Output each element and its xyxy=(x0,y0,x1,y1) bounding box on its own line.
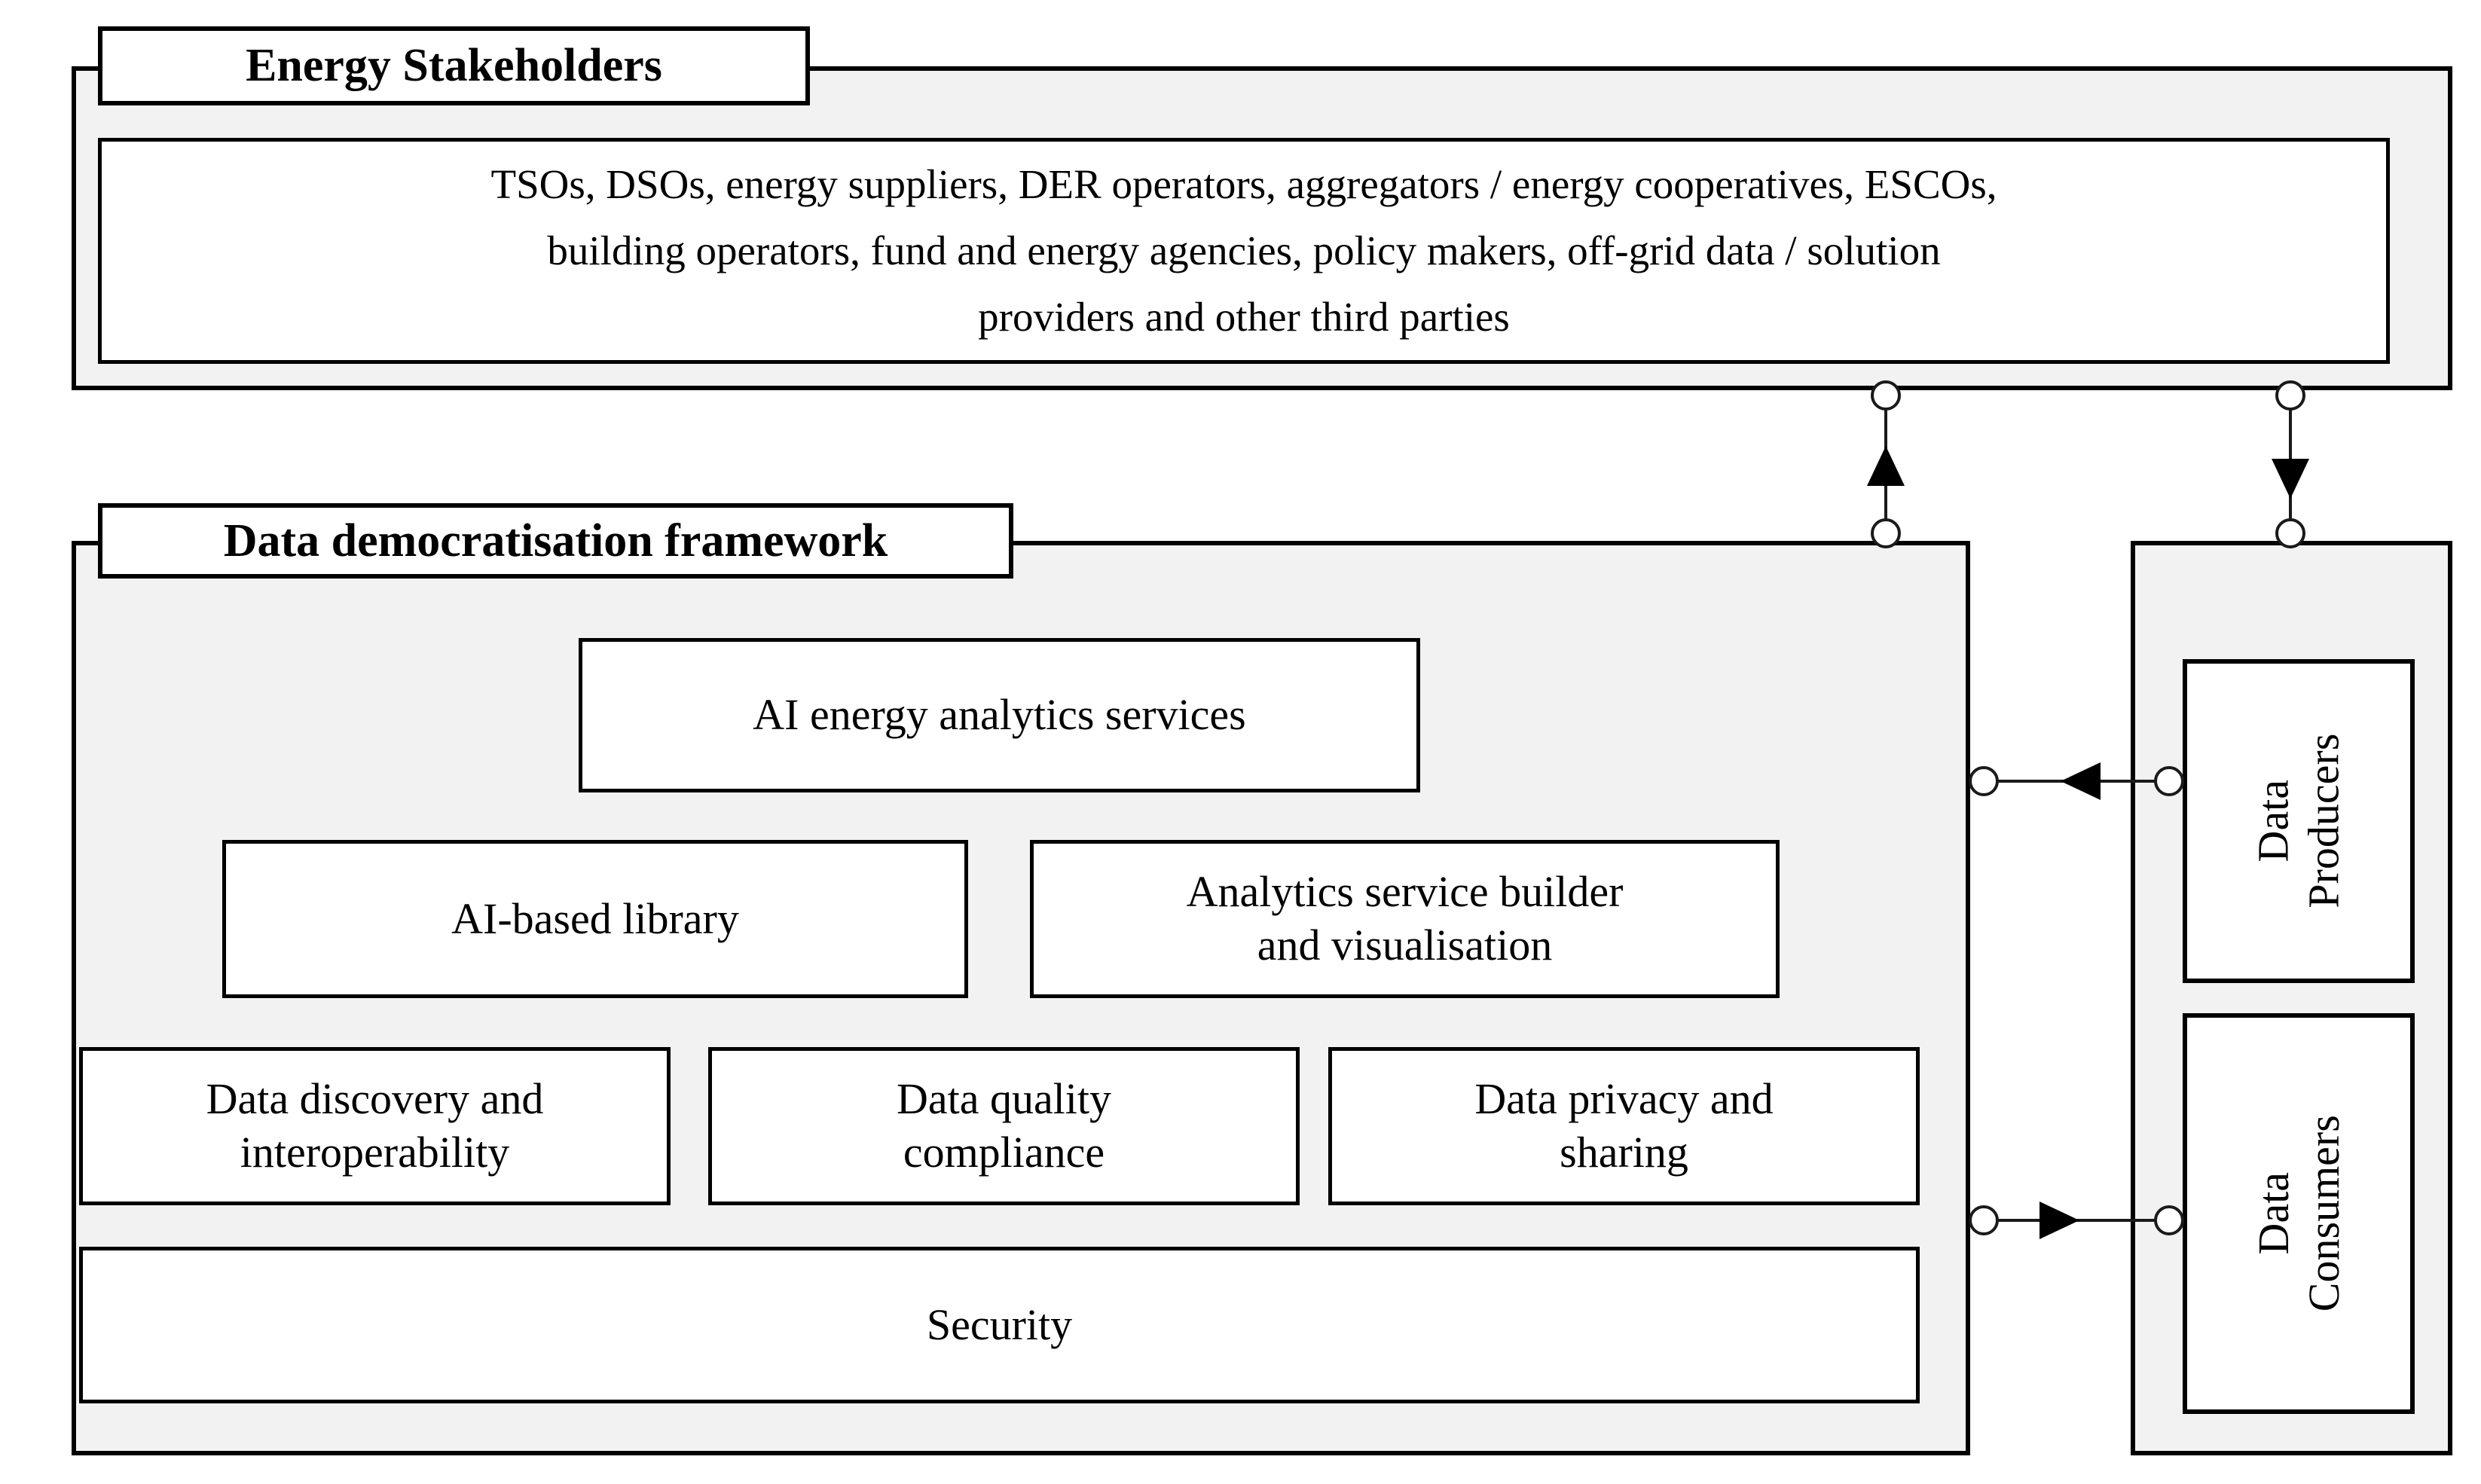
security-box: Security xyxy=(79,1247,1920,1403)
data-quality-compliance-box: Data quality compliance xyxy=(708,1047,1300,1205)
data-discovery-interoperability-label: Data discovery and interoperability xyxy=(206,1074,544,1177)
data-privacy-sharing-box: Data privacy and sharing xyxy=(1328,1047,1920,1205)
connector-framework-to-stakeholders xyxy=(1867,380,1905,548)
arrow-down-icon xyxy=(2272,459,2309,499)
security-label: Security xyxy=(926,1299,1073,1349)
data-consumers-box: Data Consumers xyxy=(2183,1013,2415,1414)
data-producers-label: Data Producers xyxy=(2248,734,2348,908)
analytics-service-builder-label: Analytics service builder and visualisat… xyxy=(1186,867,1624,969)
data-discovery-interoperability-box: Data discovery and interoperability xyxy=(79,1047,671,1205)
data-privacy-sharing-label: Data privacy and sharing xyxy=(1474,1074,1774,1177)
arrow-up-icon xyxy=(1867,446,1905,486)
circle-terminator-icon xyxy=(1969,1205,1999,1235)
data-producers-box: Data Producers xyxy=(2183,659,2415,983)
ai-based-library-label: AI-based library xyxy=(451,893,739,943)
ai-energy-analytics-services-label: AI energy analytics services xyxy=(753,690,1246,740)
energy-stakeholders-title: Energy Stakeholders xyxy=(246,40,662,91)
stakeholders-members-box: TSOs, DSOs, energy suppliers, DER operat… xyxy=(98,138,2390,364)
energy-stakeholders-title-box: Energy Stakeholders xyxy=(98,26,810,105)
data-quality-compliance-label: Data quality compliance xyxy=(896,1074,1112,1177)
stakeholders-members-text: TSOs, DSOs, energy suppliers, DER operat… xyxy=(490,161,1997,340)
analytics-service-builder-box: Analytics service builder and visualisat… xyxy=(1030,840,1780,998)
framework-title: Data democratisation framework xyxy=(223,515,888,566)
arrow-right-icon xyxy=(2039,1202,2079,1239)
ai-energy-analytics-services-box: AI energy analytics services xyxy=(579,638,1420,792)
circle-terminator-icon xyxy=(1969,766,1999,796)
framework-title-box: Data democratisation framework xyxy=(98,503,1013,579)
connector-stakeholders-to-actors xyxy=(2272,380,2309,548)
data-consumers-label: Data Consumers xyxy=(2248,1115,2348,1312)
ai-based-library-box: AI-based library xyxy=(222,840,968,998)
arrow-left-icon xyxy=(2061,762,2101,800)
